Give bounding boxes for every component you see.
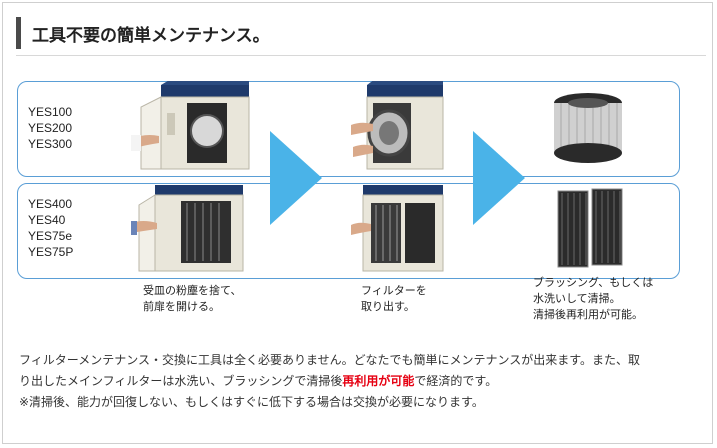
description-line-1: フィルターメンテナンス・交換に工具は全く必要ありません。どなたでも簡単にメンテナ… [19, 353, 641, 367]
model-name: YES40 [28, 213, 66, 227]
photo-row2-panel-filters [557, 188, 623, 268]
maintenance-section: 工具不要の簡単メンテナンス。 YES100 YES200 YES300 YES4… [2, 2, 713, 444]
caption-line: 受皿の粉塵を捨て、 [143, 284, 242, 297]
caption-line: 取り出す。 [361, 300, 415, 313]
model-name: YES200 [28, 121, 73, 135]
caption-line: 清掃後再利用が可能。 [533, 308, 643, 321]
model-name: YES400 [28, 197, 73, 211]
photo-row2-open-door [131, 185, 244, 272]
title-accent-bar [16, 17, 21, 49]
photo-row1-open-door [131, 81, 250, 170]
model-name: YES75e [28, 229, 73, 243]
photo-row1-remove-filter [351, 81, 444, 170]
description-line-2: り出したメインフィルターは水洗い、ブラッシングで清掃後再利用が可能で経済的です。 [19, 371, 709, 392]
step-caption-2: フィルターを 取り出す。 [361, 283, 427, 315]
model-name: YES75P [28, 245, 74, 259]
caption-line: フィルターを [361, 284, 427, 297]
caption-line: 前扉を開ける。 [143, 300, 220, 313]
description-note: ※清掃後、能力が回復しない、もしくはすぐに低下する場合は交換が必要になります。 [19, 395, 484, 409]
model-list-1: YES100 YES200 YES300 [28, 104, 72, 152]
photo-row1-cylinder-filter [554, 93, 622, 163]
caption-line: ブラッシング、もしくは [533, 276, 654, 289]
description-text-part: で経済的です。 [414, 374, 498, 388]
description-text-part: り出したメインフィルターは水洗い、ブラッシングで清掃後 [19, 374, 343, 388]
caption-line: 水洗いして清掃。 [533, 292, 621, 305]
photo-row2-remove-filter [351, 185, 444, 272]
model-name: YES300 [28, 137, 73, 151]
right-arrow-icon [473, 131, 525, 225]
reusable-highlight: 再利用が可能 [342, 374, 415, 388]
step-caption-3: ブラッシング、もしくは 水洗いして清掃。 清掃後再利用が可能。 [533, 275, 653, 323]
section-header: 工具不要の簡単メンテナンス。 [16, 15, 706, 56]
right-arrow-icon [270, 131, 322, 225]
model-name: YES100 [28, 105, 73, 119]
step-caption-1: 受皿の粉塵を捨て、 前扉を開ける。 [143, 283, 241, 315]
page-title: 工具不要の簡単メンテナンス。 [32, 26, 270, 46]
model-list-2: YES400 YES40 YES75e YES75P [28, 196, 73, 260]
description-text: フィルターメンテナンス・交換に工具は全く必要ありません。どなたでも簡単にメンテナ… [19, 350, 709, 413]
